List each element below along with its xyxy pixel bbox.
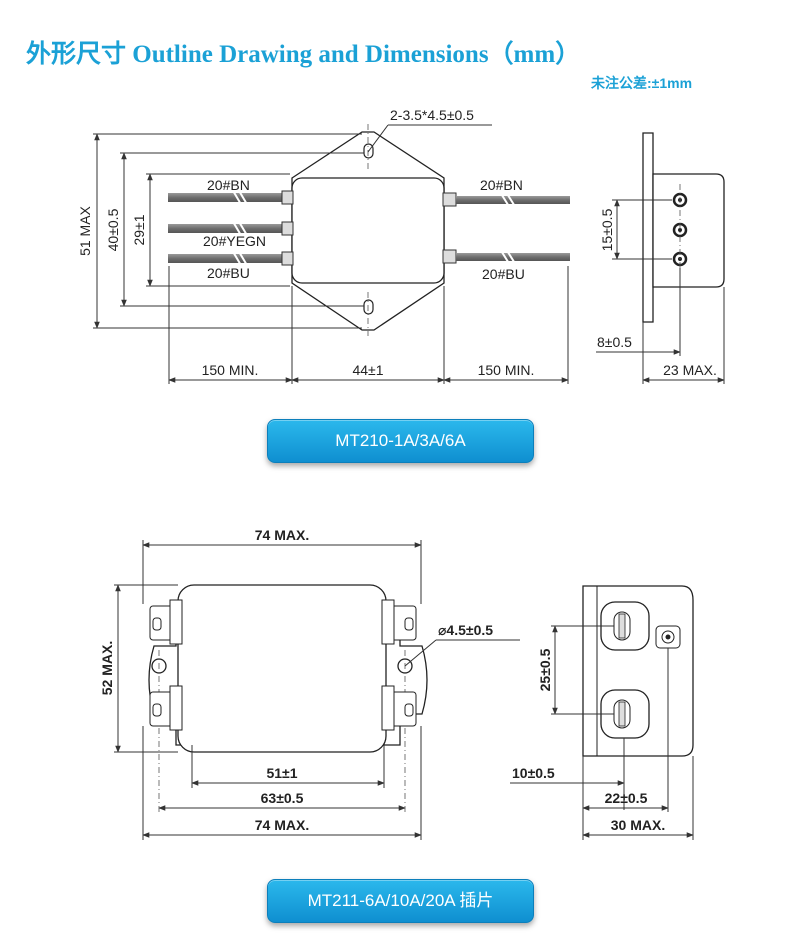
mt210-wire-label-right-top: 20#BN (480, 177, 523, 193)
mt211-dim-74-bottom: 74 MAX. (255, 817, 309, 833)
mt210-dim-44: 44±1 (352, 362, 383, 378)
mt211-dim-63: 63±0.5 (261, 790, 304, 806)
mt210-model-button[interactable]: MT210-1A/3A/6A (267, 419, 534, 463)
mt211-body (177, 584, 387, 753)
mt211-terminal-top-right (381, 599, 417, 645)
mt210-wire-label-left-top: 20#BN (207, 177, 250, 193)
mt211-front-view: ⌀4.5±0.5 74 MAX. 52 MAX. 51±1 63±0.5 74 … (99, 527, 520, 840)
mt211-dim-52: 52 MAX. (99, 641, 115, 695)
tolerance-note: 未注公差:±1mm (591, 75, 693, 91)
mt210-wire-left-top (168, 188, 294, 207)
mt210-wire-left-bot (168, 249, 294, 268)
mt210-dim-150-right: 150 MIN. (478, 362, 535, 378)
mt210-mount-hole-bottom (363, 299, 374, 315)
mt211-side-terminal-bottom (600, 689, 650, 739)
mt211-dim-74-top: 74 MAX. (255, 527, 309, 543)
mt210-wire-label-right-bot: 20#BU (482, 266, 525, 282)
mt211-dim-51: 51±1 (266, 765, 297, 781)
mt211-terminal-bottom-right (381, 685, 417, 731)
mt210-dim-29: 29±1 (131, 214, 147, 245)
mt211-side-view: 25±0.5 10±0.5 22±0.5 30 MAX. (510, 585, 694, 840)
mt211-side-ground (655, 625, 681, 649)
page-title: 外形尺寸 Outline Drawing and Dimensions（mm） (26, 41, 581, 68)
mt210-wire-left-mid (168, 219, 294, 238)
mt210-front-view: 20#BN 20#YEGN 20#BU 20#BN 20#BU 2-3.5*4.… (77, 107, 570, 384)
mt210-dim-15: 15±0.5 (599, 208, 615, 251)
mt211-dim-30: 30 MAX. (611, 817, 665, 833)
mt211-terminal-top-left (149, 599, 183, 645)
mt211-terminal-bottom-left (149, 685, 183, 731)
mt210-body (291, 177, 445, 284)
mt210-wire-label-left-bot: 20#BU (207, 265, 250, 281)
mt210-wire-right-bot (442, 248, 570, 266)
mt211-side-terminal-top (600, 601, 650, 651)
mt210-hole-label: 2-3.5*4.5±0.5 (390, 107, 474, 123)
mt210-side-body (652, 173, 725, 288)
mt211-dim-10: 10±0.5 (512, 765, 555, 781)
mt210-dim-23: 23 MAX. (663, 362, 717, 378)
mt211-model-button[interactable]: MT211-6A/10A/20A 插片 (267, 879, 534, 923)
mt210-wire-right-top (442, 191, 570, 209)
mt211-dim-22: 22±0.5 (605, 790, 648, 806)
mt210-dim-150-left: 150 MIN. (202, 362, 259, 378)
mt210-dim-51: 51 MAX (77, 205, 93, 255)
mt211-dim-25: 25±0.5 (537, 648, 553, 691)
mt210-side-view: 15±0.5 8±0.5 23 MAX. (596, 132, 725, 384)
mt210-dim-40: 40±0.5 (105, 208, 121, 251)
mt210-wire-label-left-mid: 20#YEGN (203, 233, 266, 249)
mt210-dim-8: 8±0.5 (597, 334, 632, 350)
mt211-dim-hole: ⌀4.5±0.5 (438, 622, 493, 638)
